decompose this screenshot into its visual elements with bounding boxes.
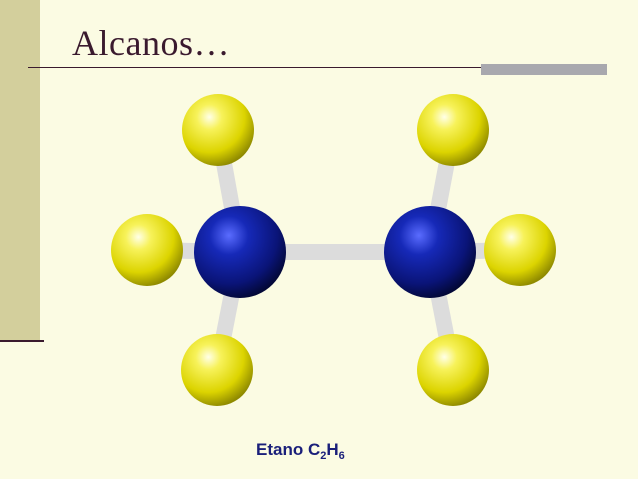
carbon-atom xyxy=(384,206,476,298)
hydrogen-atom xyxy=(111,214,183,286)
caption-formula-c: C xyxy=(307,440,321,459)
slide-sidebar xyxy=(0,0,40,340)
hydrogen-atom xyxy=(417,94,489,166)
sidebar-rule xyxy=(0,340,44,342)
title-divider xyxy=(28,67,607,68)
molecule-caption: Etano C2H6 xyxy=(256,440,345,462)
caption-name: Etano xyxy=(256,440,304,459)
caption-formula-h-count: 6 xyxy=(338,450,345,462)
carbon-atom xyxy=(194,206,286,298)
ethane-molecule-diagram xyxy=(111,94,556,406)
caption-formula-c-count: 2 xyxy=(320,450,327,462)
caption-formula-h: H xyxy=(326,440,339,459)
hydrogen-atom xyxy=(182,94,254,166)
hydrogen-atom xyxy=(417,334,489,406)
slide-title: Alcanos… xyxy=(72,23,230,63)
title-divider-accent xyxy=(481,64,607,75)
hydrogen-atom xyxy=(181,334,253,406)
hydrogen-atom xyxy=(484,214,556,286)
